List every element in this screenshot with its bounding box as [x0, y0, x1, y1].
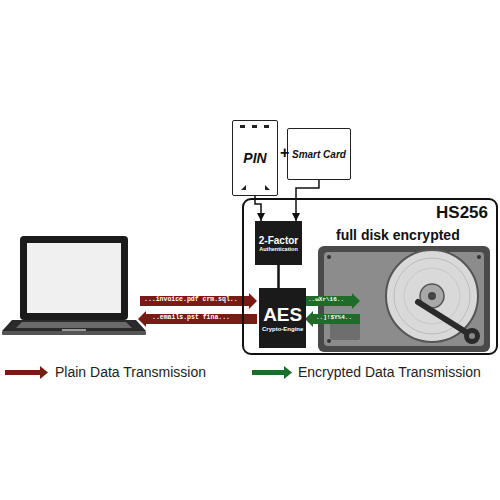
connector: [277, 265, 280, 288]
data-sample: ..]!$Y%4..: [316, 314, 352, 324]
engine-title: AES: [263, 304, 302, 326]
engine-subtitle: Crypto-Engine: [262, 326, 303, 332]
smart-card: Smart Card: [287, 128, 351, 180]
plain-data-arrow: [138, 293, 257, 327]
connector: [296, 180, 319, 221]
crypto-engine-box: AESCrypto-Engine: [259, 288, 306, 348]
legend-arrow-encrypted: [252, 366, 292, 379]
auth-box: 2-FactorAuthentication: [255, 221, 302, 265]
legend-text: Encrypted Data Transmission: [298, 364, 481, 380]
device-subtitle: full disk encrypted: [336, 227, 460, 243]
data-sample: ..ωXr\16..: [308, 296, 344, 306]
card-marks: [240, 125, 270, 190]
pin-label: PIN: [243, 150, 266, 166]
auth-title: 2-Factor: [259, 235, 298, 246]
encrypted-data-arrow: [305, 293, 360, 327]
auth-subtitle: Authentication: [259, 246, 298, 252]
pin-card: PIN: [232, 120, 278, 196]
legend-arrow-plain: [5, 366, 48, 379]
smart-card-label: Smart Card: [292, 149, 346, 160]
laptop-illustration: [2, 236, 146, 335]
data-sample: ..emails.pst fina...: [152, 314, 230, 324]
data-sample: ...invoice.pdf crm.sql..: [144, 296, 238, 306]
legend-text: Plain Data Transmission: [55, 364, 206, 380]
device-housing: HS256 full disk encrypted 2-FactorAuthenti…: [242, 198, 498, 355]
device-title: HS256: [436, 203, 488, 223]
plus-sign: +: [280, 144, 289, 162]
